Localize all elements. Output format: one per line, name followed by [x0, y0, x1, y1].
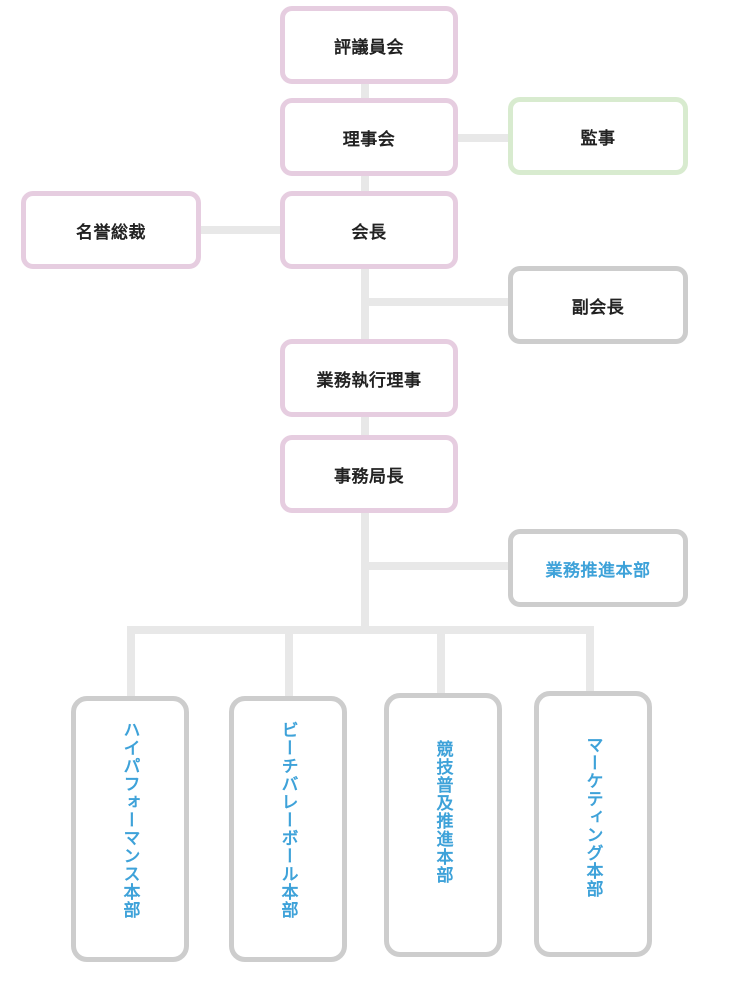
fukukaicho-label: 副会長 — [571, 297, 625, 318]
connector-meiyo-kaicho — [198, 226, 284, 234]
connector-dept-4 — [586, 630, 594, 700]
hyogiinkai-label: 評議員会 — [334, 37, 404, 58]
jimukyokucho-label: 事務局長 — [334, 466, 404, 487]
connector-departments-bar — [127, 626, 594, 634]
hyogiinkai-box: 評議員会 — [280, 6, 458, 84]
connector-dept-3 — [437, 630, 445, 700]
kanji-label: 監事 — [580, 128, 616, 149]
department-label: ビーチバレーボール本部 — [277, 721, 298, 919]
gyomu-shikko-riji-label: 業務執行理事 — [316, 370, 422, 391]
department-label: 競技普及推進本部 — [432, 740, 453, 884]
connector-rijikai-kanji — [455, 134, 515, 142]
meiyo-sosai-box: 名誉総裁 — [21, 191, 201, 269]
department-box-beach-volleyball: ビーチバレーボール本部 — [229, 696, 347, 962]
rijikai-label: 理事会 — [342, 129, 396, 150]
department-box-marketing: マーケティング本部 — [534, 691, 652, 957]
gyomu-suishin-honbu-label: 業務推進本部 — [545, 560, 651, 581]
jimukyokucho-box: 事務局長 — [280, 435, 458, 513]
connector-dept-2 — [285, 630, 293, 700]
connector-fukukaicho — [369, 298, 512, 306]
kanji-box: 監事 — [508, 97, 688, 175]
rijikai-box: 理事会 — [280, 98, 458, 176]
gyomu-shikko-riji-box: 業務執行理事 — [280, 339, 458, 417]
department-label: ハイパフォーマンス本部 — [119, 721, 140, 919]
kaicho-label: 会長 — [351, 222, 387, 243]
department-label: マーケティング本部 — [582, 736, 603, 898]
fukukaicho-box: 副会長 — [508, 266, 688, 344]
meiyo-sosai-label: 名誉総裁 — [76, 222, 146, 243]
gyomu-suishin-honbu-box: 業務推進本部 — [508, 529, 688, 607]
department-box-competition-promotion: 競技普及推進本部 — [384, 693, 502, 957]
kaicho-box: 会長 — [280, 191, 458, 269]
connector-dept-1 — [127, 630, 135, 700]
department-box-high-performance: ハイパフォーマンス本部 — [71, 696, 189, 962]
connector-gyomu-suishin — [369, 562, 512, 570]
